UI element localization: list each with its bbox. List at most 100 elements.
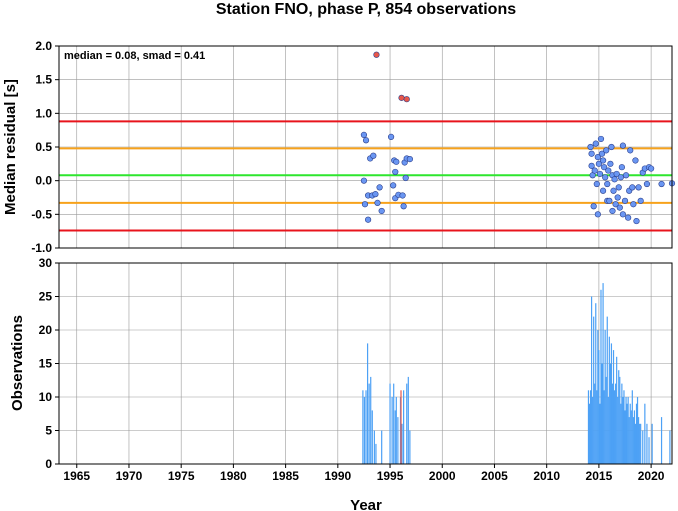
observation-bar — [599, 403, 601, 464]
observation-bar — [607, 397, 609, 464]
residual-point — [607, 160, 614, 167]
observation-bar — [651, 423, 653, 464]
observation-bar — [619, 376, 621, 464]
residual-y-tick-label: 0.5 — [35, 140, 52, 154]
residual-point — [373, 51, 380, 58]
residual-point — [376, 184, 383, 191]
observation-bar — [644, 403, 646, 464]
observation-bar — [605, 376, 607, 464]
residual-point — [605, 167, 612, 174]
observation-bar — [606, 316, 608, 464]
observation-bar — [595, 303, 597, 464]
residual-point — [588, 150, 595, 157]
observation-bar — [623, 390, 625, 464]
residual-point — [370, 152, 377, 159]
observation-bar — [612, 350, 615, 464]
observation-bar — [617, 397, 619, 464]
x-tick-label: 1975 — [168, 469, 195, 483]
observations-y-tick-label: 10 — [39, 390, 53, 404]
observation-bar — [587, 390, 590, 464]
residual-point — [610, 187, 617, 194]
residual-point — [594, 154, 601, 161]
residual-point — [608, 143, 615, 151]
observation-bar — [597, 330, 599, 464]
residual-y-tick-label: 2.0 — [35, 39, 52, 53]
observation-bar — [368, 383, 370, 464]
observations-y-tick-label: 25 — [39, 290, 53, 304]
residual-point — [604, 180, 611, 188]
residual-point — [399, 192, 406, 199]
x-tick-label: 1965 — [63, 469, 90, 483]
residual-point — [614, 194, 621, 201]
observation-bar — [621, 383, 623, 464]
observation-bar — [634, 423, 637, 464]
observation-bar — [635, 403, 638, 464]
residual-point — [625, 214, 632, 221]
residual-panel: 2.01.51.00.50.0-0.5-1.0 median = 0.08, s… — [2, 39, 676, 255]
residual-point — [599, 157, 607, 164]
observations-y-axis-label: Observations — [9, 315, 26, 411]
observation-bar — [596, 390, 598, 464]
observation-bar — [362, 390, 364, 464]
observation-bar — [648, 437, 650, 464]
residual-point — [402, 174, 409, 182]
residual-point — [612, 201, 619, 208]
observation-bar — [613, 390, 616, 464]
residual-point — [619, 211, 627, 218]
median-smad-annotation: median = 0.08, smad = 0.41 — [64, 50, 205, 62]
observation-bar — [646, 423, 648, 464]
observation-bar — [600, 289, 602, 464]
residual-point — [594, 211, 601, 218]
residual-point — [390, 182, 397, 189]
residual-point — [393, 158, 400, 165]
observation-bar — [630, 410, 632, 464]
observation-bar — [381, 430, 383, 464]
x-tick-label: 1985 — [272, 469, 299, 483]
residual-point — [403, 96, 410, 103]
residual-point — [378, 207, 385, 215]
residual-point — [635, 184, 642, 191]
residual-point — [648, 165, 655, 172]
observation-bar — [642, 430, 644, 464]
observation-bar — [660, 417, 663, 464]
residual-point — [374, 199, 381, 206]
observation-bar — [620, 403, 622, 464]
observations-y-tick-label: 5 — [45, 424, 52, 438]
observation-bar — [624, 410, 626, 464]
residual-point — [593, 180, 600, 188]
residual-point — [598, 150, 606, 157]
residual-y-ticks: 2.01.51.00.50.0-0.5-1.0 — [31, 39, 59, 255]
observation-bar — [594, 383, 596, 464]
residual-point — [621, 197, 629, 204]
residual-point — [637, 197, 644, 204]
observation-bar — [598, 350, 600, 464]
residual-point — [618, 164, 625, 171]
observation-bar — [609, 363, 611, 464]
observations-y-tick-label: 20 — [39, 323, 53, 337]
residual-point — [588, 162, 595, 169]
residual-points — [360, 51, 676, 225]
observation-bar — [610, 343, 613, 464]
residual-point — [633, 217, 640, 225]
observation-bar — [604, 330, 606, 464]
residual-point — [398, 94, 405, 101]
observation-bar — [589, 390, 592, 464]
observation-bar — [371, 410, 373, 464]
observation-bar — [615, 383, 617, 464]
residual-point — [595, 160, 602, 167]
residual-y-tick-label: 1.5 — [35, 73, 52, 87]
residual-point — [592, 140, 599, 147]
observation-bar — [590, 296, 593, 464]
observation-bar — [400, 390, 402, 464]
observation-bars — [362, 283, 671, 464]
residual-point — [587, 143, 594, 151]
observation-bar — [395, 397, 397, 464]
observation-bar — [363, 397, 366, 464]
observation-bar — [618, 370, 620, 464]
residual-point — [616, 204, 623, 211]
residual-point — [622, 172, 630, 179]
residual-point — [360, 131, 368, 138]
residual-reference-lines — [59, 120, 672, 232]
residual-point — [590, 203, 597, 210]
